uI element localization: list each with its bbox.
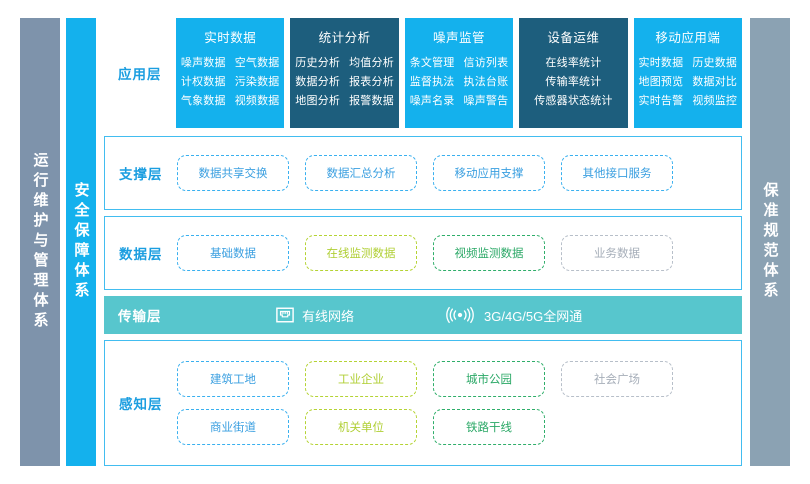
perception-chip[interactable]: 铁路干线 (433, 409, 545, 445)
app-item[interactable]: 报警数据 (349, 95, 394, 107)
support-chip[interactable]: 数据共享交换 (177, 155, 289, 191)
data-chip-list: 基础数据 在线监测数据 视频监测数据 业务数据 (177, 235, 741, 271)
app-item[interactable]: 传感器状态统计 (534, 95, 613, 107)
transport-item-wired-network[interactable]: 有线网络 (276, 306, 354, 325)
app-card-title: 移动应用端 (655, 31, 721, 45)
app-item[interactable]: 实时数据 (638, 57, 684, 69)
app-card-items: 历史分析 均值分析 数据分析 报表分析 地图分析 报警数据 (295, 54, 394, 108)
perception-chip[interactable]: 工业企业 (305, 361, 417, 397)
app-card-mobile-client[interactable]: 移动应用端 实时数据 历史数据 地图预览 数据对比 实时告警 视频监控 (633, 18, 743, 128)
app-item[interactable]: 空气数据 (234, 57, 280, 69)
transport-item-label: 有线网络 (302, 308, 355, 324)
app-item[interactable]: 实时告警 (638, 95, 684, 107)
app-item[interactable]: 报表分析 (349, 76, 394, 88)
app-item[interactable]: 噪声警告 (463, 95, 509, 107)
perception-chip[interactable]: 城市公园 (433, 361, 545, 397)
app-item[interactable]: 视频数据 (234, 95, 280, 107)
app-item[interactable]: 数据分析 (295, 76, 341, 88)
data-chip[interactable]: 基础数据 (177, 235, 289, 271)
app-card-statistical-analysis[interactable]: 统计分析 历史分析 均值分析 数据分析 报表分析 地图分析 报警数据 (290, 18, 399, 128)
app-item[interactable]: 气象数据 (180, 95, 226, 107)
perception-chip[interactable]: 商业街道 (177, 409, 289, 445)
app-item[interactable]: 数据对比 (692, 76, 738, 88)
app-item[interactable]: 历史数据 (692, 57, 738, 69)
app-card-title: 噪声监管 (433, 31, 486, 45)
app-card-realtime-data[interactable]: 实时数据 噪声数据 空气数据 计权数据 污染数据 气象数据 视频数据 (176, 18, 285, 128)
app-item[interactable]: 执法台账 (463, 76, 509, 88)
app-card-noise-supervision[interactable]: 噪声监管 条文管理 信访列表 监督执法 执法台账 噪声名录 噪声警告 (404, 18, 514, 128)
layer-support: 支撑层 数据共享交换 数据汇总分析 移动应用支撑 其他接口服务 (104, 136, 742, 210)
support-chip[interactable]: 其他接口服务 (561, 155, 673, 191)
app-item[interactable]: 均值分析 (349, 57, 394, 69)
app-item[interactable]: 在线率统计 (545, 57, 602, 69)
app-item[interactable]: 信访列表 (463, 57, 509, 69)
transport-item-wireless-network[interactable]: 3G/4G/5G全网通 (444, 306, 582, 325)
layer-transport: 传输层 有线网络 (104, 296, 742, 334)
app-card-items: 噪声数据 空气数据 计权数据 污染数据 气象数据 视频数据 (181, 54, 280, 108)
layer-support-label: 支撑层 (119, 167, 163, 182)
sidebar-operation-maintenance: 运行维护与管理体系 (20, 18, 60, 466)
app-item[interactable]: 地图分析 (295, 95, 341, 107)
app-item[interactable]: 条文管理 (409, 57, 455, 69)
layer-stack: 应用层 实时数据 噪声数据 空气数据 计权数据 污染数据 气象数据 视频数据 统… (104, 18, 743, 466)
app-card-items: 实时数据 历史数据 地图预览 数据对比 实时告警 视频监控 (639, 54, 738, 108)
perception-chip[interactable]: 机关单位 (305, 409, 417, 445)
data-chip[interactable]: 在线监测数据 (305, 235, 417, 271)
data-chip[interactable]: 视频监测数据 (433, 235, 545, 271)
app-item[interactable]: 污染数据 (234, 76, 280, 88)
layer-perception-label: 感知层 (119, 397, 163, 412)
transport-item-label: 3G/4G/5G全网通 (484, 308, 583, 324)
sidebar-operation-maintenance-label: 运行维护与管理体系 (31, 152, 49, 332)
application-card-list: 实时数据 噪声数据 空气数据 计权数据 污染数据 气象数据 视频数据 统计分析 … (176, 18, 743, 128)
support-chip[interactable]: 移动应用支撑 (433, 155, 545, 191)
support-chip-list: 数据共享交换 数据汇总分析 移动应用支撑 其他接口服务 (177, 155, 741, 191)
app-item[interactable]: 噪声数据 (180, 57, 226, 69)
layer-application-label: 应用层 (118, 67, 162, 82)
layer-transport-label: 传输层 (118, 309, 162, 324)
app-item[interactable]: 传输率统计 (545, 76, 602, 88)
layer-data-label: 数据层 (119, 247, 163, 262)
app-card-title: 实时数据 (204, 31, 257, 45)
app-item[interactable]: 监督执法 (409, 76, 455, 88)
app-card-device-ops[interactable]: 设备运维 在线率统计 传输率统计 传感器状态统计 (519, 18, 628, 128)
sidebar-security-system-label: 安全保障体系 (72, 182, 90, 302)
app-item[interactable]: 视频监控 (692, 95, 738, 107)
app-item[interactable]: 噪声名录 (409, 95, 455, 107)
perception-chip-list: 建筑工地 工业企业 城市公园 社会广场 商业街道 机关单位 铁路干线 (177, 361, 741, 445)
app-item[interactable]: 历史分析 (295, 57, 341, 69)
layer-perception: 感知层 建筑工地 工业企业 城市公园 社会广场 商业街道 机关单位 铁路干线 (104, 340, 742, 466)
sidebar-standard-specification: 保准规范体系 (750, 18, 790, 466)
transport-item-list: 有线网络 3G/4G/5G全网通 (176, 306, 742, 325)
wireless-signal-icon (444, 306, 476, 324)
perception-chip[interactable]: 社会广场 (561, 361, 673, 397)
support-chip[interactable]: 数据汇总分析 (305, 155, 417, 191)
app-card-title: 统计分析 (318, 31, 371, 45)
ethernet-port-icon (276, 306, 294, 324)
perception-chip[interactable]: 建筑工地 (177, 361, 289, 397)
layer-data: 数据层 基础数据 在线监测数据 视频监测数据 业务数据 (104, 216, 742, 290)
data-chip[interactable]: 业务数据 (561, 235, 673, 271)
app-card-items: 条文管理 信访列表 监督执法 执法台账 噪声名录 噪声警告 (410, 54, 509, 108)
app-card-items: 在线率统计 传输率统计 传感器状态统计 (534, 54, 612, 108)
sidebar-standard-specification-label: 保准规范体系 (761, 182, 779, 302)
app-card-title: 设备运维 (547, 31, 600, 45)
layer-application: 应用层 实时数据 噪声数据 空气数据 计权数据 污染数据 气象数据 视频数据 统… (104, 18, 743, 128)
app-item[interactable]: 计权数据 (180, 76, 226, 88)
app-item[interactable]: 地图预览 (638, 76, 684, 88)
sidebar-security-system: 安全保障体系 (66, 18, 96, 466)
